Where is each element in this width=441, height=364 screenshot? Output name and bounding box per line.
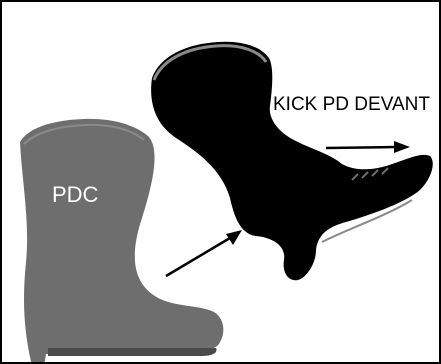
standing-boot-sole <box>48 348 216 356</box>
arrow-kick-direction <box>326 147 396 148</box>
arrow-kick-direction-head <box>394 141 410 153</box>
arrow-to-boot <box>166 238 230 276</box>
kicking-boot-shape <box>151 42 433 281</box>
standing-boot-shape <box>20 119 223 364</box>
arrow-to-boot-head <box>226 230 242 245</box>
kick-label: KICK PD DEVANT <box>273 94 430 116</box>
standing-boot-label: PDC <box>52 182 98 208</box>
